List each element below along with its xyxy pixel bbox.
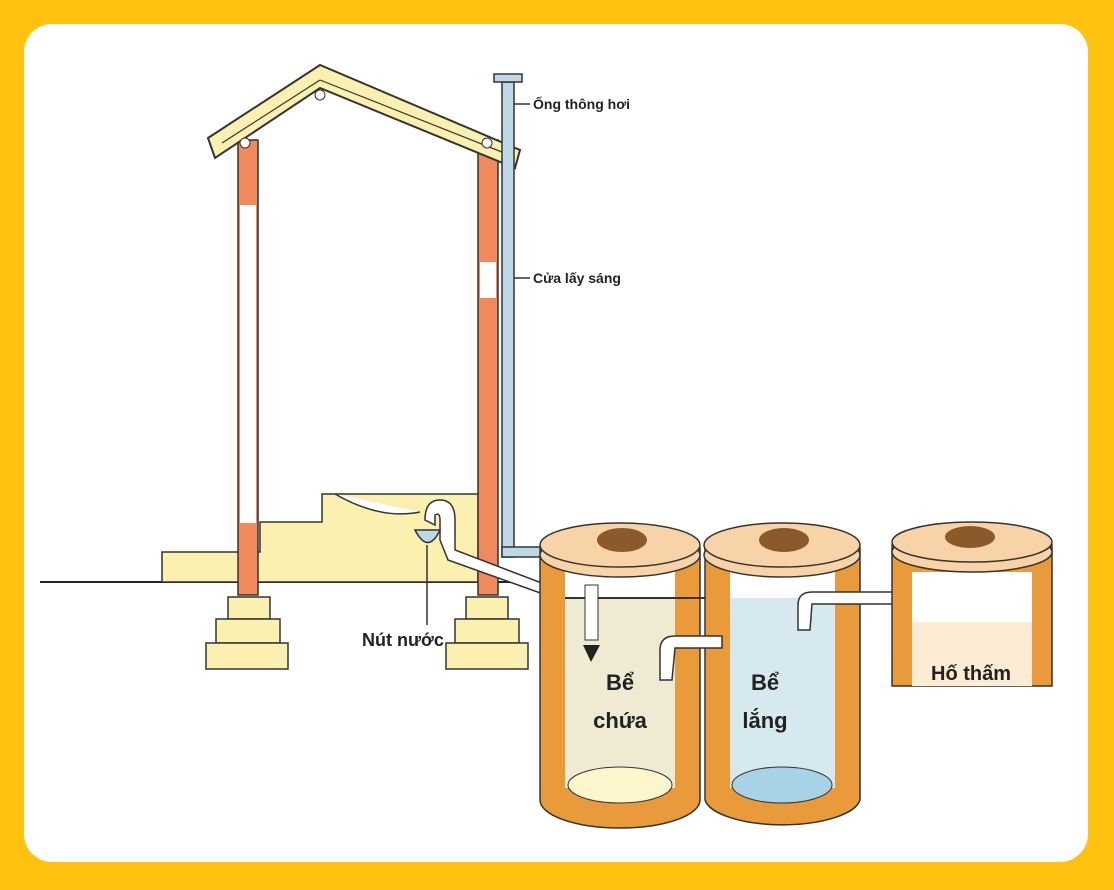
left-post (237, 139, 259, 596)
label-soak-pit: Hố thấm (931, 663, 1011, 685)
holding-tank (539, 522, 900, 829)
right-post (477, 139, 499, 596)
label-light-window: Cửa lấy sáng (533, 270, 621, 286)
roof (206, 63, 522, 170)
label-water-seal: Nút nước (362, 630, 444, 650)
left-footing (205, 596, 289, 670)
right-footing (445, 596, 529, 670)
light-window (480, 262, 496, 298)
label-vent-pipe: Ống thông hơi (533, 95, 630, 112)
label-settling-tank-2: lắng (742, 708, 787, 733)
settling-tank (703, 522, 861, 826)
vent-pipe (493, 73, 548, 558)
soak-pit (891, 521, 1053, 687)
tank-connector-pipe (659, 635, 723, 681)
label-holding-tank-1: Bể (606, 670, 634, 695)
label-settling-tank-1: Bể (751, 670, 779, 695)
label-holding-tank-2: chứa (593, 708, 648, 733)
